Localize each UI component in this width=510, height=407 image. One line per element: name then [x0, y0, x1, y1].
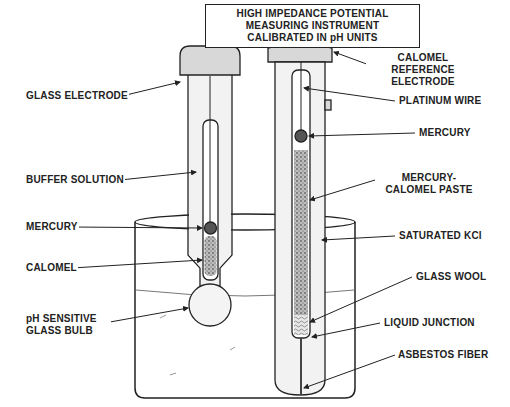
part-label: CALOMEL REFERENCE ELECTRODE [366, 52, 480, 88]
instrument-label: HIGH IMPEDANCE POTENTIAL MEASURING INSTR… [212, 8, 413, 44]
part-label: SATURATED KCl [398, 230, 483, 242]
part-label: GLASS ELECTRODE [25, 90, 129, 102]
part-label: GLASS WOOL [415, 271, 487, 283]
part-label: MERCURY [418, 127, 472, 139]
part-label: MERCURY-CALOMEL PASTE [378, 172, 480, 196]
part-label: MERCURY [25, 221, 79, 233]
leader-lines [72, 52, 415, 388]
part-label: LIQUID JUNCTION [383, 317, 476, 329]
part-label: BUFFER SOLUTION [25, 174, 125, 186]
glass-electrode [180, 46, 240, 326]
instrument-box: HIGH IMPEDANCE POTENTIAL MEASURING INSTR… [205, 4, 420, 48]
part-label: CALOMEL [25, 262, 78, 274]
part-label: PLATINUM WIRE [398, 95, 482, 107]
calomel-electrode [268, 44, 332, 395]
part-label: ASBESTOS FIBER [397, 349, 489, 361]
part-label: pH SENSITIVE GLASS BULB [25, 313, 111, 337]
